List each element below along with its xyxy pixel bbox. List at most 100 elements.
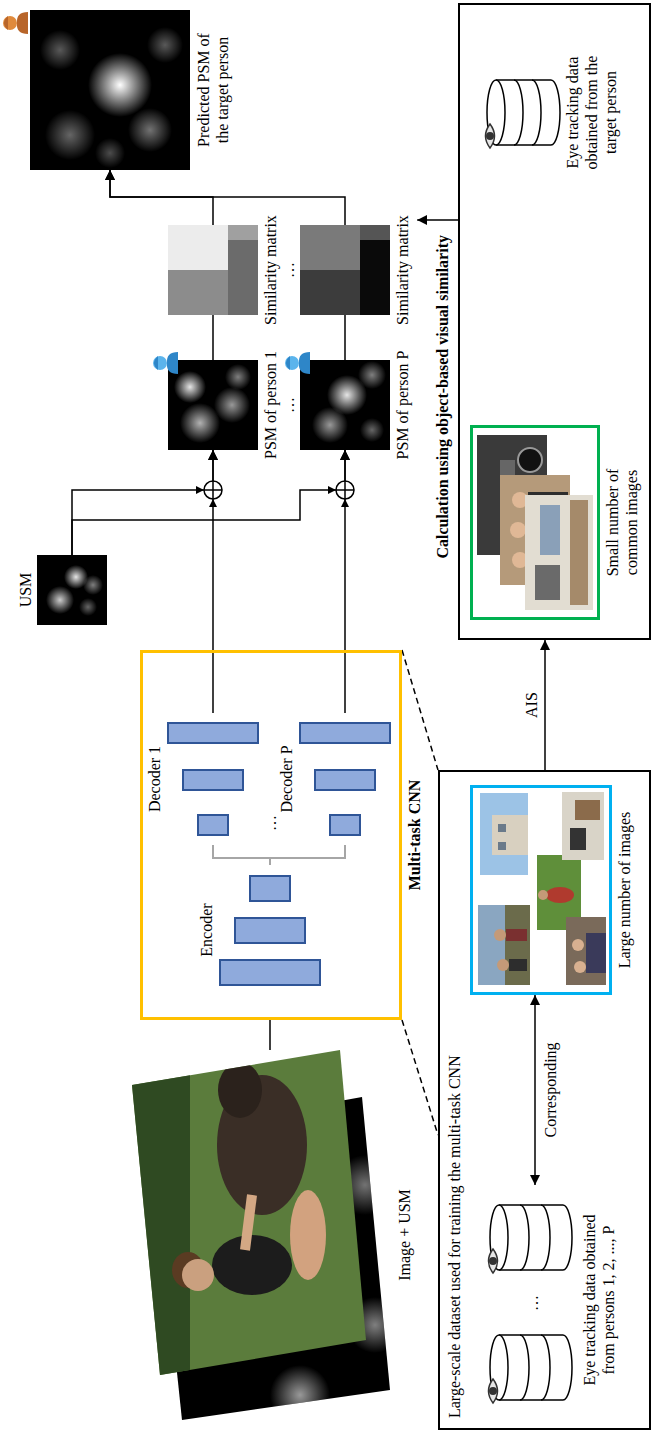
person-icon	[153, 352, 310, 374]
psm-image	[225, 364, 251, 390]
psm-image	[174, 371, 206, 403]
database-cylinder	[520, 1335, 550, 1400]
connector	[212, 315, 214, 360]
ellipsis-mark: …	[523, 1295, 542, 1311]
node-label: USM	[16, 545, 35, 635]
similarity-matrix-image	[360, 240, 390, 315]
box-frame	[300, 225, 390, 315]
common-image-thumbnail	[510, 522, 526, 538]
decoder-block: Decoder P	[277, 713, 392, 845]
input-photo	[120, 1045, 190, 1385]
photo-thumbnail	[570, 828, 586, 850]
calculation-panel: Calculation using object-based visual si…	[433, 3, 651, 640]
connector	[534, 995, 536, 1185]
photo-thumbnail	[478, 905, 530, 985]
database-cylinder	[520, 1205, 550, 1270]
encoder-layer	[220, 876, 320, 985]
eye-icon	[489, 1379, 498, 1403]
node-label: Calculation using object-based visual si…	[433, 3, 452, 640]
box-frame	[37, 555, 107, 625]
target-person-icon	[17, 12, 28, 34]
connector	[72, 450, 213, 555]
sum-symbol	[204, 481, 222, 499]
ellipsis-mark: …	[261, 815, 280, 831]
box-frame	[140, 650, 402, 1020]
connector	[544, 640, 546, 770]
connector	[269, 1020, 271, 1050]
node-label: Similarity matrix	[261, 205, 280, 335]
sum-symbol	[209, 499, 217, 507]
box-frame	[168, 360, 258, 450]
predicted-psm-image	[88, 53, 152, 117]
sum-symbol	[196, 486, 204, 494]
photo-thumbnail	[492, 815, 528, 855]
common-image-thumbnail	[525, 495, 593, 610]
target-person-icon	[3, 12, 28, 34]
box-frame	[166, 713, 260, 845]
photo-thumbnail	[498, 824, 506, 832]
node-label: Encoder	[197, 865, 216, 995]
photo-thumbnail	[498, 842, 506, 850]
photo-thumbnail	[575, 800, 600, 820]
photo-thumbnail	[574, 961, 586, 973]
input-photo	[245, 1195, 252, 1250]
eye-icon	[489, 1249, 498, 1273]
psm-image	[214, 387, 250, 423]
person-icon	[153, 352, 178, 374]
photo-thumbnail	[566, 917, 606, 985]
sum-symbol	[341, 499, 349, 507]
predicted-psm-image	[128, 108, 172, 152]
input-photo	[212, 1235, 292, 1295]
database-cylinder	[514, 80, 541, 145]
box-frame	[168, 225, 258, 315]
eye-icon	[486, 132, 494, 140]
node-label: Decoder 1	[145, 713, 164, 845]
eye-icon	[489, 1249, 498, 1273]
photo-thumbnail	[480, 793, 528, 875]
decoder-layer	[168, 723, 258, 743]
eye-tracking-database: Eye tracking data obtained from persons …	[482, 1180, 618, 1420]
box-frame	[218, 865, 322, 995]
database-cylinder	[487, 80, 572, 1400]
photo-thumbnail	[494, 929, 506, 941]
psm-image	[168, 360, 258, 450]
psm-image	[360, 418, 384, 442]
decoder-layer	[183, 770, 243, 790]
similarity-matrix: Similarity matrix	[300, 205, 417, 335]
node-label: Multi-task CNN	[405, 650, 424, 1020]
ellipsis-mark: …	[279, 262, 298, 278]
predicted-psm-image	[147, 27, 183, 63]
input-photo	[290, 1190, 326, 1280]
node-label: Eye tracking data obtained from the targ…	[563, 13, 621, 213]
node-label: Predicted PSM of the target person	[194, 5, 232, 175]
decoder-layer	[198, 815, 228, 835]
box-frame	[300, 360, 390, 450]
photo-thumbnail	[562, 792, 604, 860]
image-set-box: Small number of common images	[470, 415, 641, 630]
eye-icon	[489, 1379, 498, 1403]
box-frame	[125, 1050, 392, 1420]
input-photo	[182, 1259, 214, 1291]
predicted-psm-image	[45, 110, 95, 160]
psm-image	[358, 361, 386, 389]
target-person-icon	[3, 16, 17, 30]
box-frame	[30, 10, 190, 170]
person-icon	[299, 352, 310, 374]
photo-thumbnail	[505, 905, 530, 985]
connector	[270, 845, 345, 865]
connector	[344, 315, 346, 360]
eye-icon	[489, 1257, 497, 1265]
database-cylinder	[490, 1205, 508, 1270]
node-label: Large number of images	[615, 783, 634, 997]
similarity-matrix-image	[168, 270, 228, 315]
predicted-psm-image	[30, 10, 190, 170]
input-photo	[120, 1045, 380, 1385]
person-icon	[285, 356, 299, 370]
similarity-matrix-image	[360, 225, 390, 240]
target-person-icon	[4, 16, 8, 30]
sum-symbol	[336, 481, 354, 499]
similarity-matrix: Similarity matrix	[168, 205, 280, 335]
encoder-layer	[220, 960, 320, 985]
